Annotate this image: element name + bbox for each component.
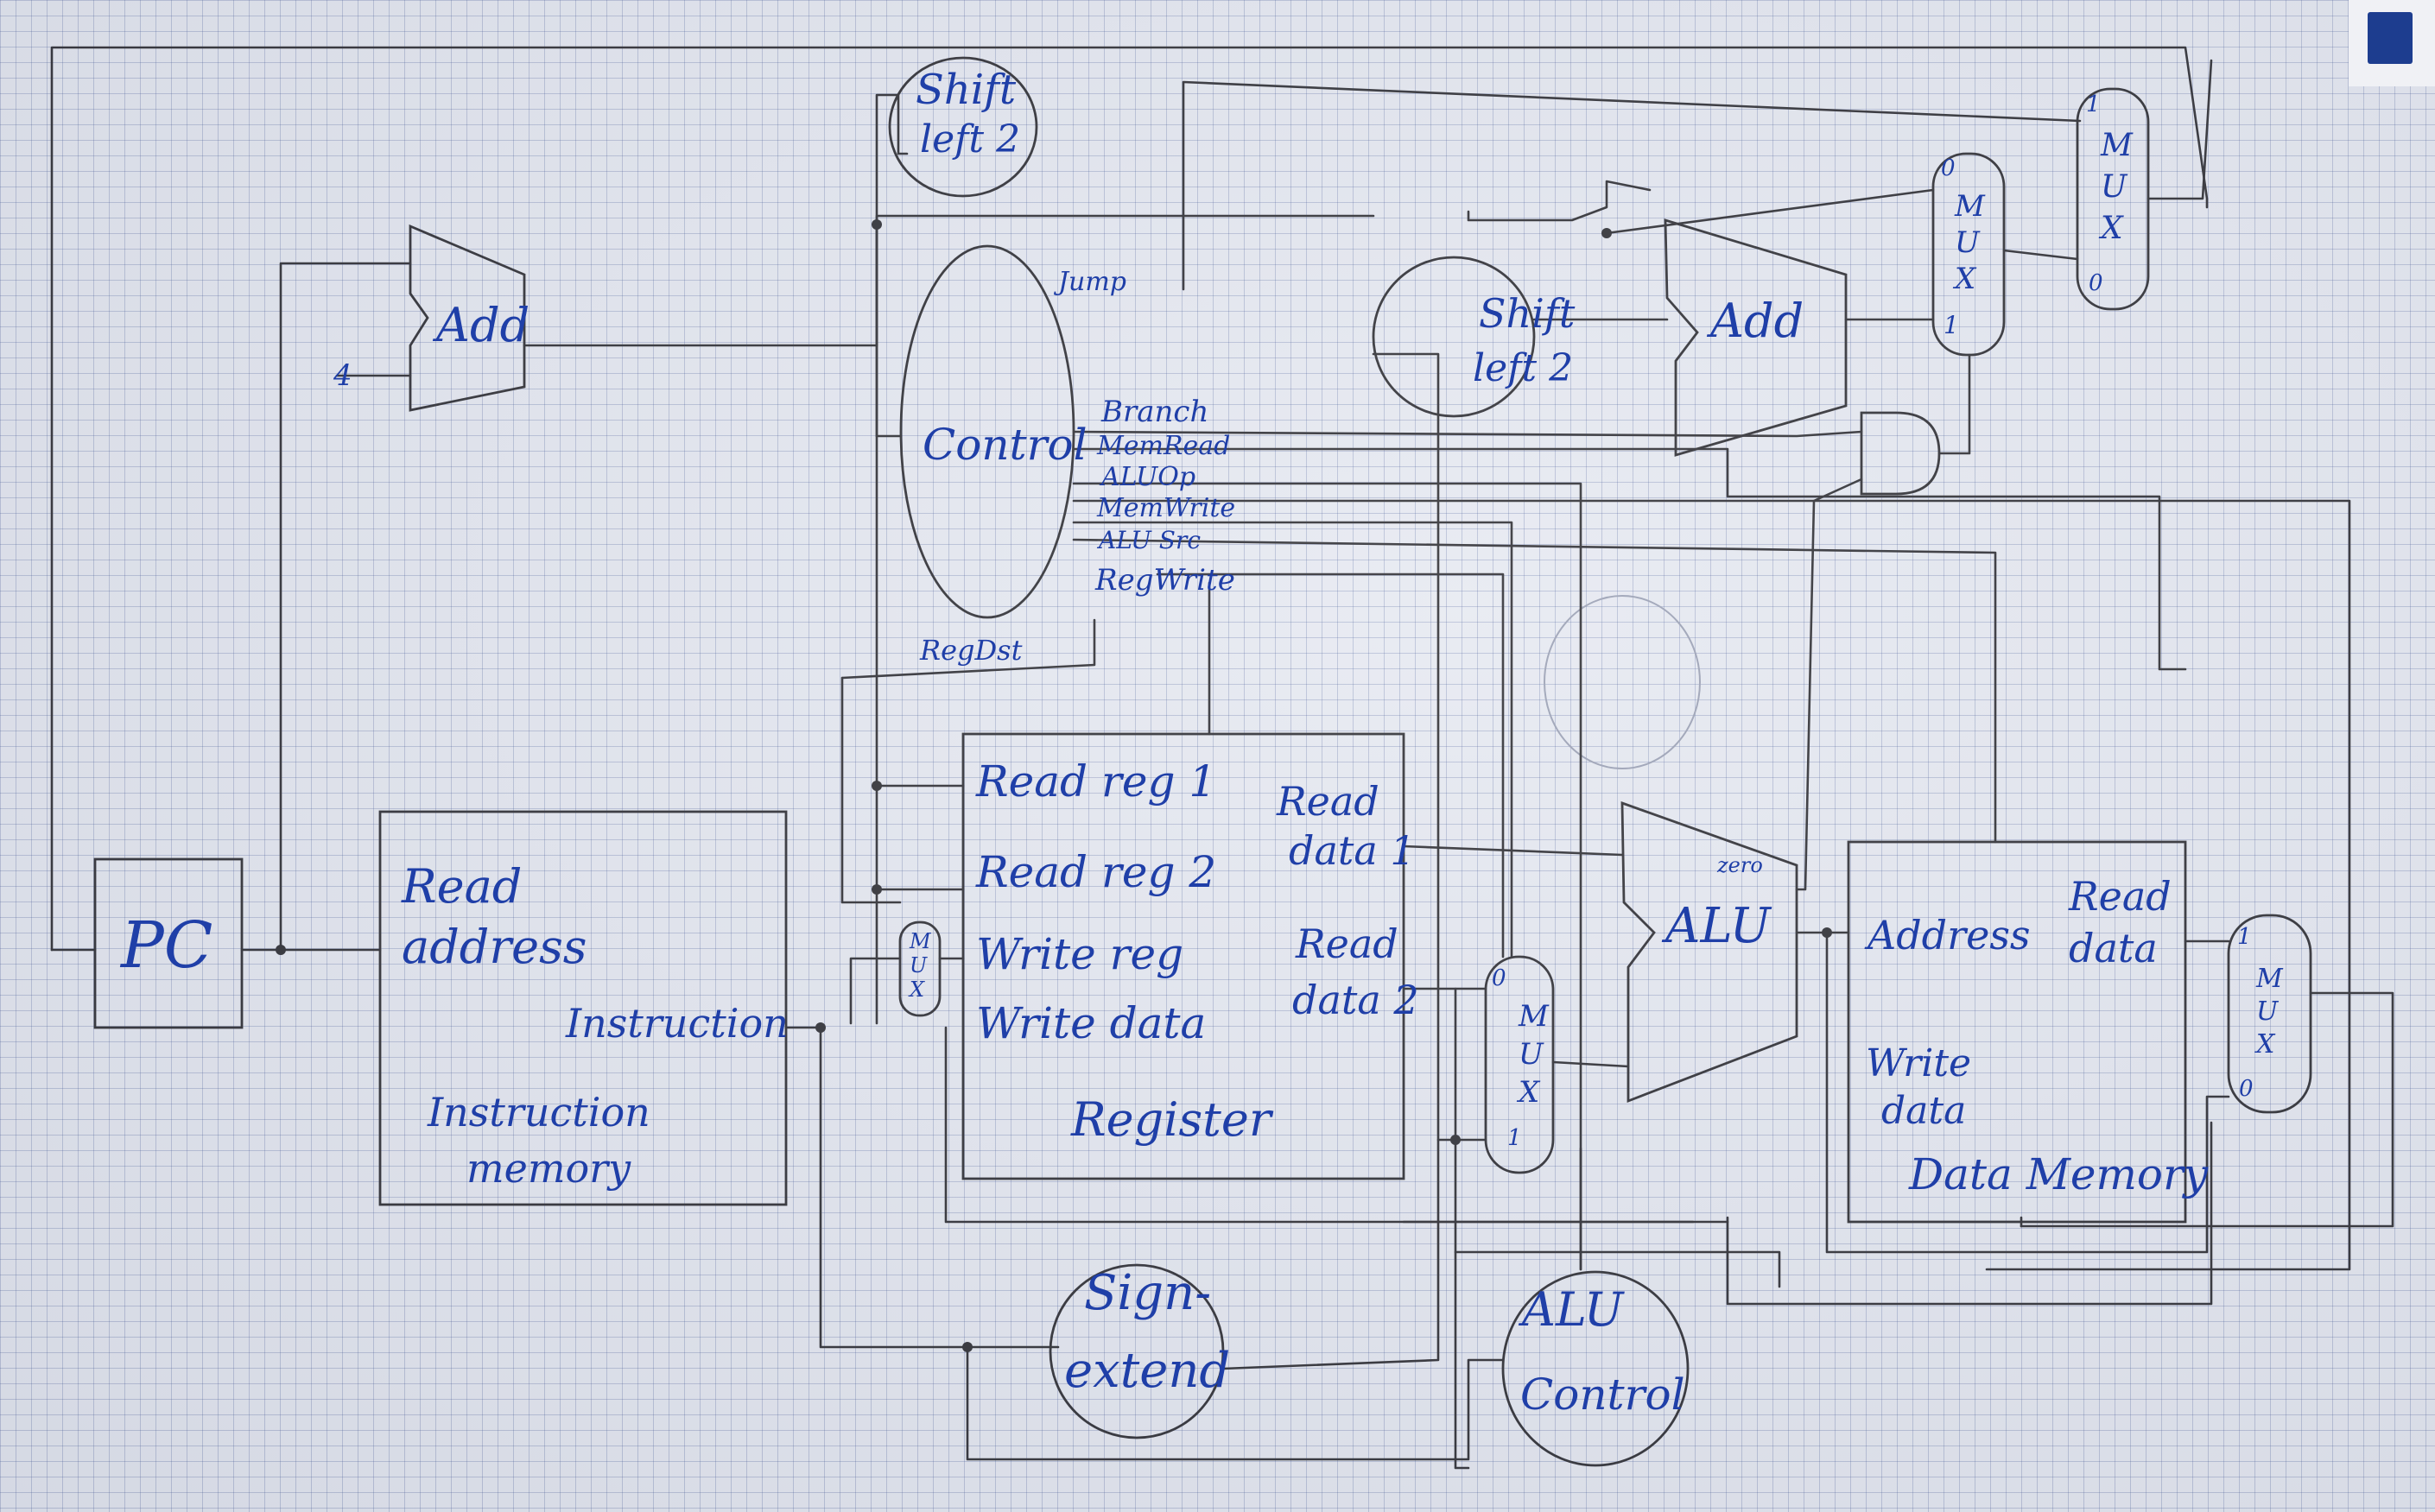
- dm-write-data-label-1: Write: [1866, 1041, 1972, 1085]
- regwrite-label: RegWrite: [1095, 563, 1235, 598]
- shift-top-label-2: left 2: [920, 117, 1021, 161]
- write-reg-label: Write reg: [976, 929, 1184, 979]
- junction-dot: [872, 781, 882, 791]
- pc-label: PC: [121, 908, 213, 983]
- data-memory-box: [1847, 840, 2187, 1224]
- branch-adder-shape: [1664, 218, 1848, 457]
- sign-extend-shape: [1049, 1263, 1225, 1439]
- regdst-label: RegDst: [920, 634, 1023, 667]
- alusrc-mux-input-1: 1: [1507, 1125, 1522, 1151]
- shift-mid-label-2: left 2: [1473, 346, 1574, 390]
- memread-label: MemRead: [1097, 431, 1231, 461]
- alu-control-label-2: Control: [1520, 1370, 1685, 1420]
- read-data-2-label-1: Read: [1296, 920, 1398, 967]
- corner-logo-icon: [2349, 0, 2435, 86]
- pc-box: [93, 857, 244, 1029]
- alusrc-mux-input-0: 0: [1492, 965, 1506, 991]
- junction-dot: [276, 945, 286, 955]
- branch-mux-input-1: 1: [1944, 311, 1959, 339]
- control-label: Control: [923, 420, 1088, 470]
- read-data-1-label-1: Read: [1277, 778, 1379, 825]
- memtoreg-mux-input-0: 0: [2239, 1076, 2254, 1102]
- alu-zero-label: zero: [1717, 853, 1763, 877]
- branch-mux-label: MUX: [1955, 189, 1985, 296]
- junction-dot: [1601, 228, 1612, 238]
- memwrite-label: MemWrite: [1097, 493, 1236, 523]
- memtoreg-mux-shape: [2227, 914, 2312, 1114]
- alu-label: ALU: [1665, 898, 1771, 954]
- dm-read-data-label-2: data: [2069, 925, 2158, 971]
- shift-left-mid-shape: [1372, 256, 1536, 418]
- instruction-memory-box: [378, 810, 788, 1206]
- branch-adder-label: Add: [1710, 294, 1804, 348]
- jump-label: Jump: [1058, 267, 1126, 297]
- dm-write-data-label-2: data: [1881, 1089, 1967, 1133]
- sign-extend-label-2: extend: [1064, 1343, 1231, 1399]
- dm-read-data-label-1: Read: [2069, 873, 2172, 920]
- pc-adder-label: Add: [436, 298, 530, 352]
- read-data-2-label-2: data 2: [1292, 977, 1419, 1023]
- regdst-mux-label: MUX: [910, 929, 931, 1002]
- instruction-memory-label-2: memory: [466, 1145, 631, 1192]
- shift-left-top-shape: [888, 56, 1038, 198]
- alu-control-label-1: ALU: [1522, 1282, 1624, 1337]
- junction-dot: [815, 1022, 826, 1033]
- jump-mux-input-1: 1: [2086, 92, 2101, 117]
- instruction-memory-label-1: Instruction: [428, 1089, 650, 1136]
- instruction-output-label: Instruction: [566, 1000, 789, 1047]
- corner-logo-icon-square: [2368, 12, 2413, 64]
- and-gate-shape: [1860, 411, 1941, 496]
- junction-dot: [962, 1342, 973, 1352]
- register-file-box: [961, 732, 1405, 1180]
- register-label: Register: [1071, 1092, 1271, 1147]
- junction-dot: [1450, 1135, 1461, 1145]
- write-data-reg-label: Write data: [976, 998, 1207, 1048]
- alu-shape: [1620, 801, 1798, 1104]
- memtoreg-mux-label: MUX: [2256, 964, 2283, 1060]
- alusrc-mux-shape: [1484, 955, 1555, 1174]
- read-reg-1-label: Read reg 1: [976, 756, 1217, 807]
- pc-adder-shape: [409, 224, 526, 412]
- read-data-1-label-2: data 1: [1289, 827, 1416, 874]
- alusrc-label: ALU Src: [1099, 526, 1202, 554]
- constant-four-label: 4: [333, 358, 352, 393]
- junction-dot: [872, 219, 882, 230]
- junction-dot: [1822, 927, 1832, 938]
- jump-mux-label: MUX: [2101, 128, 2133, 246]
- aluop-label: ALUOp: [1101, 462, 1196, 492]
- alu-control-shape: [1501, 1270, 1690, 1467]
- branch-mux-input-0: 0: [1941, 155, 1956, 181]
- regdst-mux-shape: [898, 920, 942, 1017]
- sign-extend-label-1: Sign-: [1084, 1265, 1212, 1321]
- wire-group: [50, 46, 2394, 1470]
- data-memory-label: Data Memory: [1909, 1149, 2209, 1199]
- read-address-label-2: address: [402, 920, 587, 974]
- address-label: Address: [1867, 912, 2031, 958]
- shift-top-label-1: Shift: [916, 66, 1017, 114]
- memtoreg-mux-input-1: 1: [2237, 924, 2252, 950]
- jump-mux-input-0: 0: [2089, 270, 2103, 296]
- junction-dot: [872, 884, 882, 895]
- branch-label: Branch: [1101, 395, 1209, 429]
- erased-alu-control-sketch: [1544, 595, 1701, 769]
- shift-mid-label-1: Shift: [1479, 290, 1576, 337]
- alusrc-mux-label: MUX: [1519, 999, 1549, 1110]
- read-address-label-1: Read: [402, 859, 523, 914]
- read-reg-2-label: Read reg 2: [976, 847, 1217, 897]
